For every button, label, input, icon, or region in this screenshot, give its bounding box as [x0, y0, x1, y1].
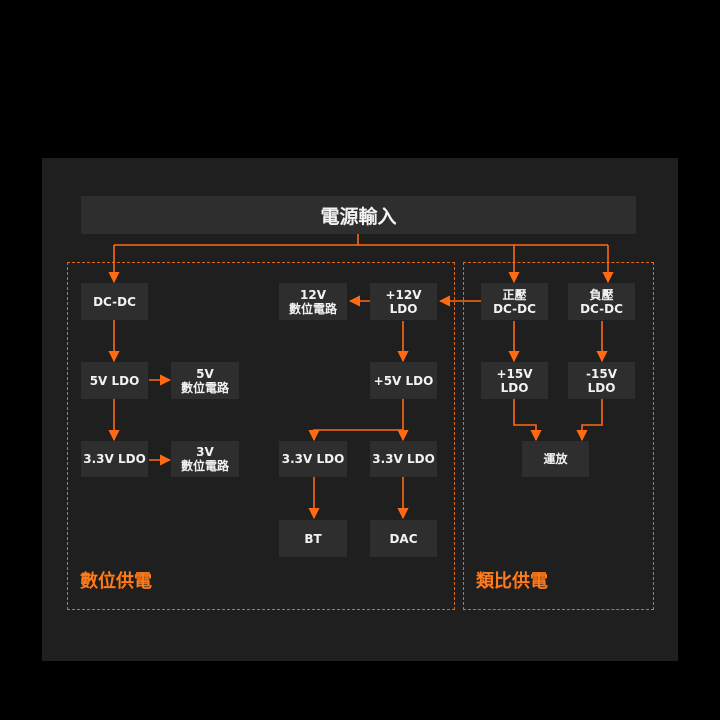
wire-ldo15p-to-opamp	[513, 399, 542, 442]
opamp-box: 運放	[522, 441, 589, 477]
ldo33-box: 3.3V LDO	[81, 441, 148, 477]
ldo33-bt-box: 3.3V LDO	[279, 441, 347, 477]
ldo5-box: 5V LDO	[81, 362, 148, 399]
analog-group	[463, 262, 654, 610]
digital-group	[67, 262, 455, 610]
ldo5plus-box: +5V LDO	[370, 362, 437, 399]
ldo33-dac-box: 3.3V LDO	[370, 441, 437, 477]
wire-ldo15n-to-opamp	[576, 399, 603, 442]
dac-box: DAC	[370, 520, 437, 557]
diagram-panel	[42, 158, 678, 661]
analog-group-label: 類比供電	[476, 571, 548, 592]
bt-box: BT	[279, 520, 347, 557]
power-input-title: 電源輸入	[81, 196, 636, 234]
dcdc-box: DC-DC	[81, 283, 148, 320]
digital-group-label: 數位供電	[80, 571, 152, 592]
wire-ldo5plus-left	[308, 429, 403, 442]
